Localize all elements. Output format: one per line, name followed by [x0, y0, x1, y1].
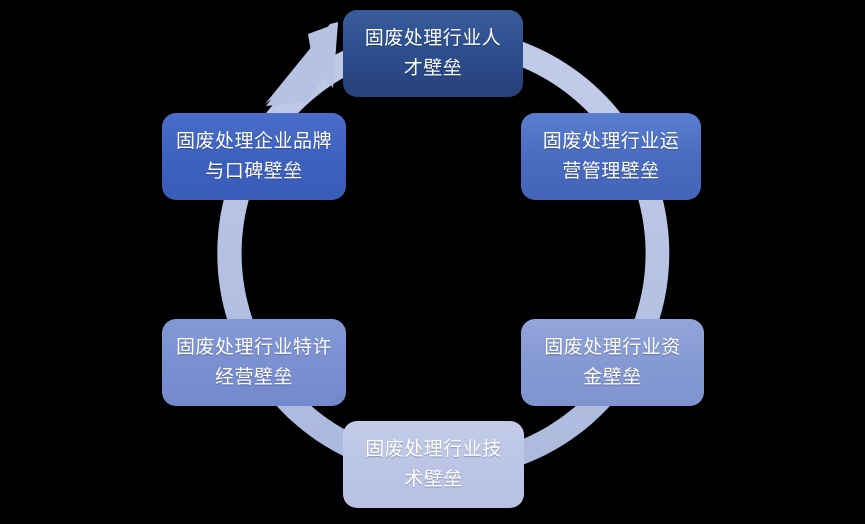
cycle-node-label: 固废处理行业特许经营壁垒: [176, 336, 333, 388]
cycle-node-technology[interactable]: 固废处理行业技术壁垒: [343, 421, 524, 508]
cycle-node-label: 固废处理企业品牌与口碑壁垒: [176, 130, 333, 182]
cycle-node-label: 固废处理行业运营管理壁垒: [542, 130, 680, 182]
cycle-node-talent[interactable]: 固废处理行业人才壁垒: [343, 10, 523, 97]
cycle-node-operation[interactable]: 固废处理行业运营管理壁垒: [521, 113, 701, 200]
cycle-node-label: 固废处理行业资金壁垒: [544, 336, 681, 388]
cycle-node-label: 固废处理行业人才壁垒: [364, 27, 502, 79]
cycle-node-franchise[interactable]: 固废处理行业特许经营壁垒: [162, 319, 346, 406]
cycle-arrowhead-icon: [265, 22, 338, 106]
cycle-node-label: 固废处理行业技术壁垒: [365, 438, 502, 490]
cycle-node-brand[interactable]: 固废处理企业品牌与口碑壁垒: [162, 113, 346, 200]
cycle-node-capital[interactable]: 固废处理行业资金壁垒: [521, 319, 704, 406]
